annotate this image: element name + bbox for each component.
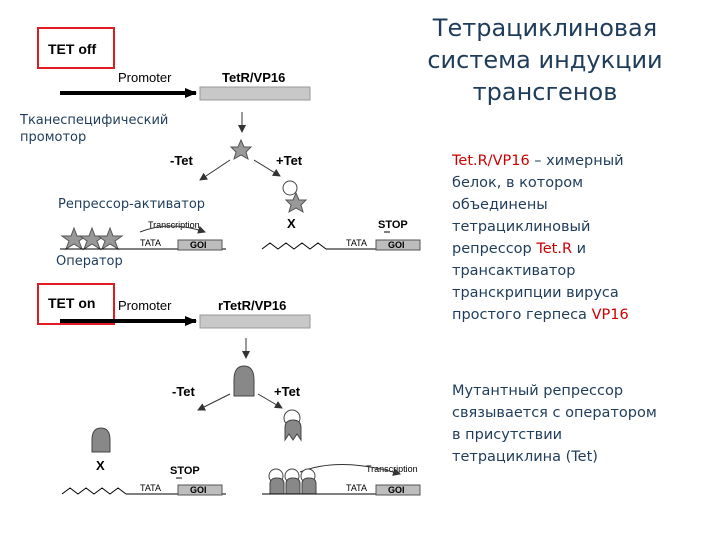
- tet-on-box: [37, 283, 115, 325]
- tetr-vp16-description-line: белок, в котором: [452, 175, 584, 191]
- tet-off-transcription-arrow: [139, 225, 206, 234]
- tet-on-promoter-label: Promoter: [118, 298, 172, 313]
- repressor-activator-label: Репрессор-активатор: [58, 197, 206, 212]
- tet-on-construct-bar: [199, 314, 311, 329]
- tissue-promoter-label: Тканеспецифический промотор: [20, 112, 168, 146]
- tet-on-left-tata: TATA: [140, 483, 161, 493]
- tet-off-promoter-label: Promoter: [118, 70, 172, 85]
- tetr-vp16-description-line: Tet.R/VP16 – химерный: [452, 153, 624, 169]
- tet-off-right-goi: GOI: [388, 240, 405, 250]
- mutant-repressor-description-line: Мутантный репрессор: [452, 383, 624, 399]
- tissue-promoter-line-2: промотор: [20, 130, 87, 145]
- tet-off-plus-arrow: [253, 159, 281, 177]
- tet-off-stop: STOP: [378, 219, 408, 231]
- tetr-vp16-description-line: объединены: [452, 197, 548, 213]
- tet-off-blocked-x: X: [287, 216, 296, 231]
- tet-off-label: TET off: [48, 41, 97, 57]
- tetr-vp16-description-line: тетрациклиновый: [452, 219, 591, 235]
- tet-on-plus-arrow: [257, 393, 283, 409]
- tetr-vp16-description-line: простого герпеса VP16: [452, 307, 629, 323]
- tetr-vp16-description-line: транскрипции вируса: [452, 285, 619, 301]
- tet-off-right-tata: TATA: [346, 238, 367, 248]
- operator-star: [60, 226, 88, 251]
- tet-on-right-goi-box: [375, 484, 421, 496]
- slide-title: Тетрациклиновая система индукции трансге…: [427, 14, 663, 106]
- tet-off-bound-stars: [60, 226, 124, 251]
- operator-star: [78, 226, 106, 251]
- mutant-repressor-description-line: тетрациклина (Tet): [452, 449, 598, 465]
- tet-off-right-goi-box: [375, 239, 421, 251]
- tet-on-right-goi: GOI: [388, 485, 405, 495]
- tet-on-bound-repressors: [268, 468, 317, 495]
- tissue-promoter-line-1: Тканеспецифический: [20, 113, 169, 128]
- tet-off-minus-arrow: [199, 159, 231, 181]
- tet-on-plus-tet: +Tet: [274, 384, 301, 399]
- tet-off-bound-star: [284, 191, 308, 214]
- tet-on-bound-repressor: [284, 419, 302, 442]
- mutant-repressor-description-line: связывается с оператором: [452, 405, 657, 421]
- tet-on-free-repressor: [91, 427, 111, 453]
- operator-label: Оператор: [56, 254, 123, 269]
- tet-off-left-goi-box: [177, 239, 223, 251]
- tet-off-box: [37, 27, 115, 69]
- tet-on-right-tata: TATA: [346, 483, 367, 493]
- tet-off-panel: TET off Promoter TetR/VP16 -Tet +Tet X S…: [37, 27, 421, 251]
- tetr-vp16-description: Tet.R/VP16 – химерный белок, в котором объ…: [452, 150, 702, 326]
- tet-on-transcription-label: Transcription: [366, 464, 418, 474]
- tet-on-left-goi: GOI: [190, 485, 207, 495]
- tet-on-stop: STOP: [170, 465, 200, 477]
- bound-repressor: [269, 477, 285, 495]
- tet-on-minus-arrow: [197, 393, 231, 411]
- tet-off-construct-label: TetR/VP16: [222, 70, 285, 85]
- tetr-vp16-description-line: трансактиватор: [452, 263, 576, 279]
- mutant-repressor-description: Мутантный репрессор связывается с операто…: [452, 380, 702, 468]
- tet-off-minus-tet: -Tet: [170, 153, 194, 168]
- tet-on-minus-tet: -Tet: [172, 384, 196, 399]
- tet-on-left-operator: [61, 487, 127, 495]
- tetr-vp16-description-line: репрессор Tet.R и: [452, 241, 587, 257]
- tet-off-right-operator: [261, 242, 327, 250]
- tet-off-left-goi: GOI: [190, 240, 207, 250]
- tet-on-construct-label: rTetR/VP16: [218, 298, 286, 313]
- tet-off-construct-bar: [199, 86, 311, 101]
- tet-on-label: TET on: [48, 295, 95, 311]
- bound-repressor: [285, 477, 301, 495]
- tet-off-left-tata: TATA: [140, 238, 161, 248]
- tet-off-transcription-label: Transcription: [148, 220, 200, 230]
- tet-on-left-goi-box: [177, 484, 223, 496]
- tet-on-repressor-shape: [233, 365, 255, 397]
- bound-repressor: [301, 477, 317, 495]
- operator-star: [96, 226, 124, 251]
- tet-on-panel: TET on Promoter rTetR/VP16 -Tet +Tet X S…: [37, 283, 421, 496]
- tet-on-blocked-x: X: [96, 458, 105, 473]
- tet-off-plus-tet: +Tet: [276, 153, 303, 168]
- tet-off-transactivator-star: [229, 138, 253, 161]
- mutant-repressor-description-line: в присутствии: [452, 427, 563, 443]
- tet-off-tetracycline-circle: [282, 180, 298, 196]
